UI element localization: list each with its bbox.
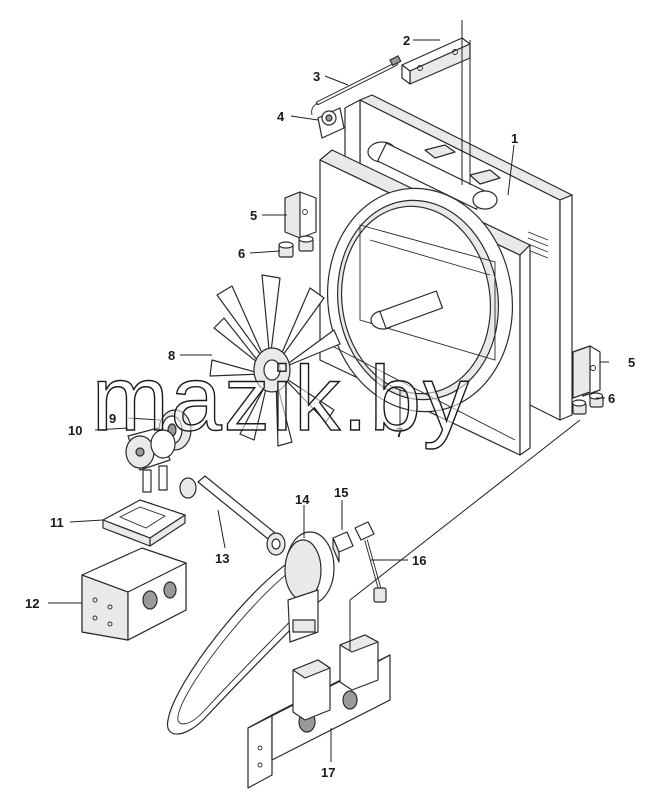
side-bracket-right-part — [572, 345, 601, 399]
clip-part — [332, 531, 354, 563]
callout-10: 10 — [68, 423, 82, 438]
callout-17: 17 — [321, 765, 335, 780]
callout-14: 14 — [295, 492, 310, 507]
callout-16: 16 — [412, 553, 426, 568]
callout-labels: 1 2 3 4 5 6 5 6 7 8 9 10 11 12 13 14 15 … — [25, 33, 635, 780]
callout-15: 15 — [334, 485, 348, 500]
rubber-mount-left-part — [278, 235, 314, 258]
callout-5-left: 5 — [250, 208, 257, 223]
callout-5-right: 5 — [628, 355, 635, 370]
rubber-mount-right-part — [571, 392, 604, 415]
rod-mount-part — [317, 107, 345, 139]
drive-shaft-part — [179, 475, 286, 556]
radiator-grille — [527, 231, 549, 259]
callout-4: 4 — [277, 109, 285, 124]
callout-8: 8 — [168, 348, 175, 363]
fan-drive-part — [125, 427, 176, 493]
side-bracket-left-part — [284, 191, 317, 239]
leader-lines — [48, 20, 609, 762]
callout-12: 12 — [25, 596, 39, 611]
stay-rod-part — [311, 55, 402, 116]
callout-6-right: 6 — [608, 391, 615, 406]
callout-3: 3 — [313, 69, 320, 84]
callout-2: 2 — [403, 33, 410, 48]
tensioner-part — [354, 521, 387, 603]
lower-frame-part — [247, 634, 391, 789]
top-bracket-part — [401, 37, 471, 85]
callout-7: 7 — [396, 425, 403, 440]
radiator-part — [319, 94, 573, 456]
fan-part — [209, 274, 341, 447]
callout-1: 1 — [511, 131, 518, 146]
callout-6-left: 6 — [238, 246, 245, 261]
pulley-belt-part — [166, 531, 335, 735]
mount-plate-part — [102, 499, 186, 547]
callout-11: 11 — [50, 515, 64, 530]
watermark-text: mazik.by — [92, 348, 471, 450]
support-bracket-part — [81, 547, 187, 641]
callout-9: 9 — [109, 411, 116, 426]
callout-13: 13 — [215, 551, 229, 566]
